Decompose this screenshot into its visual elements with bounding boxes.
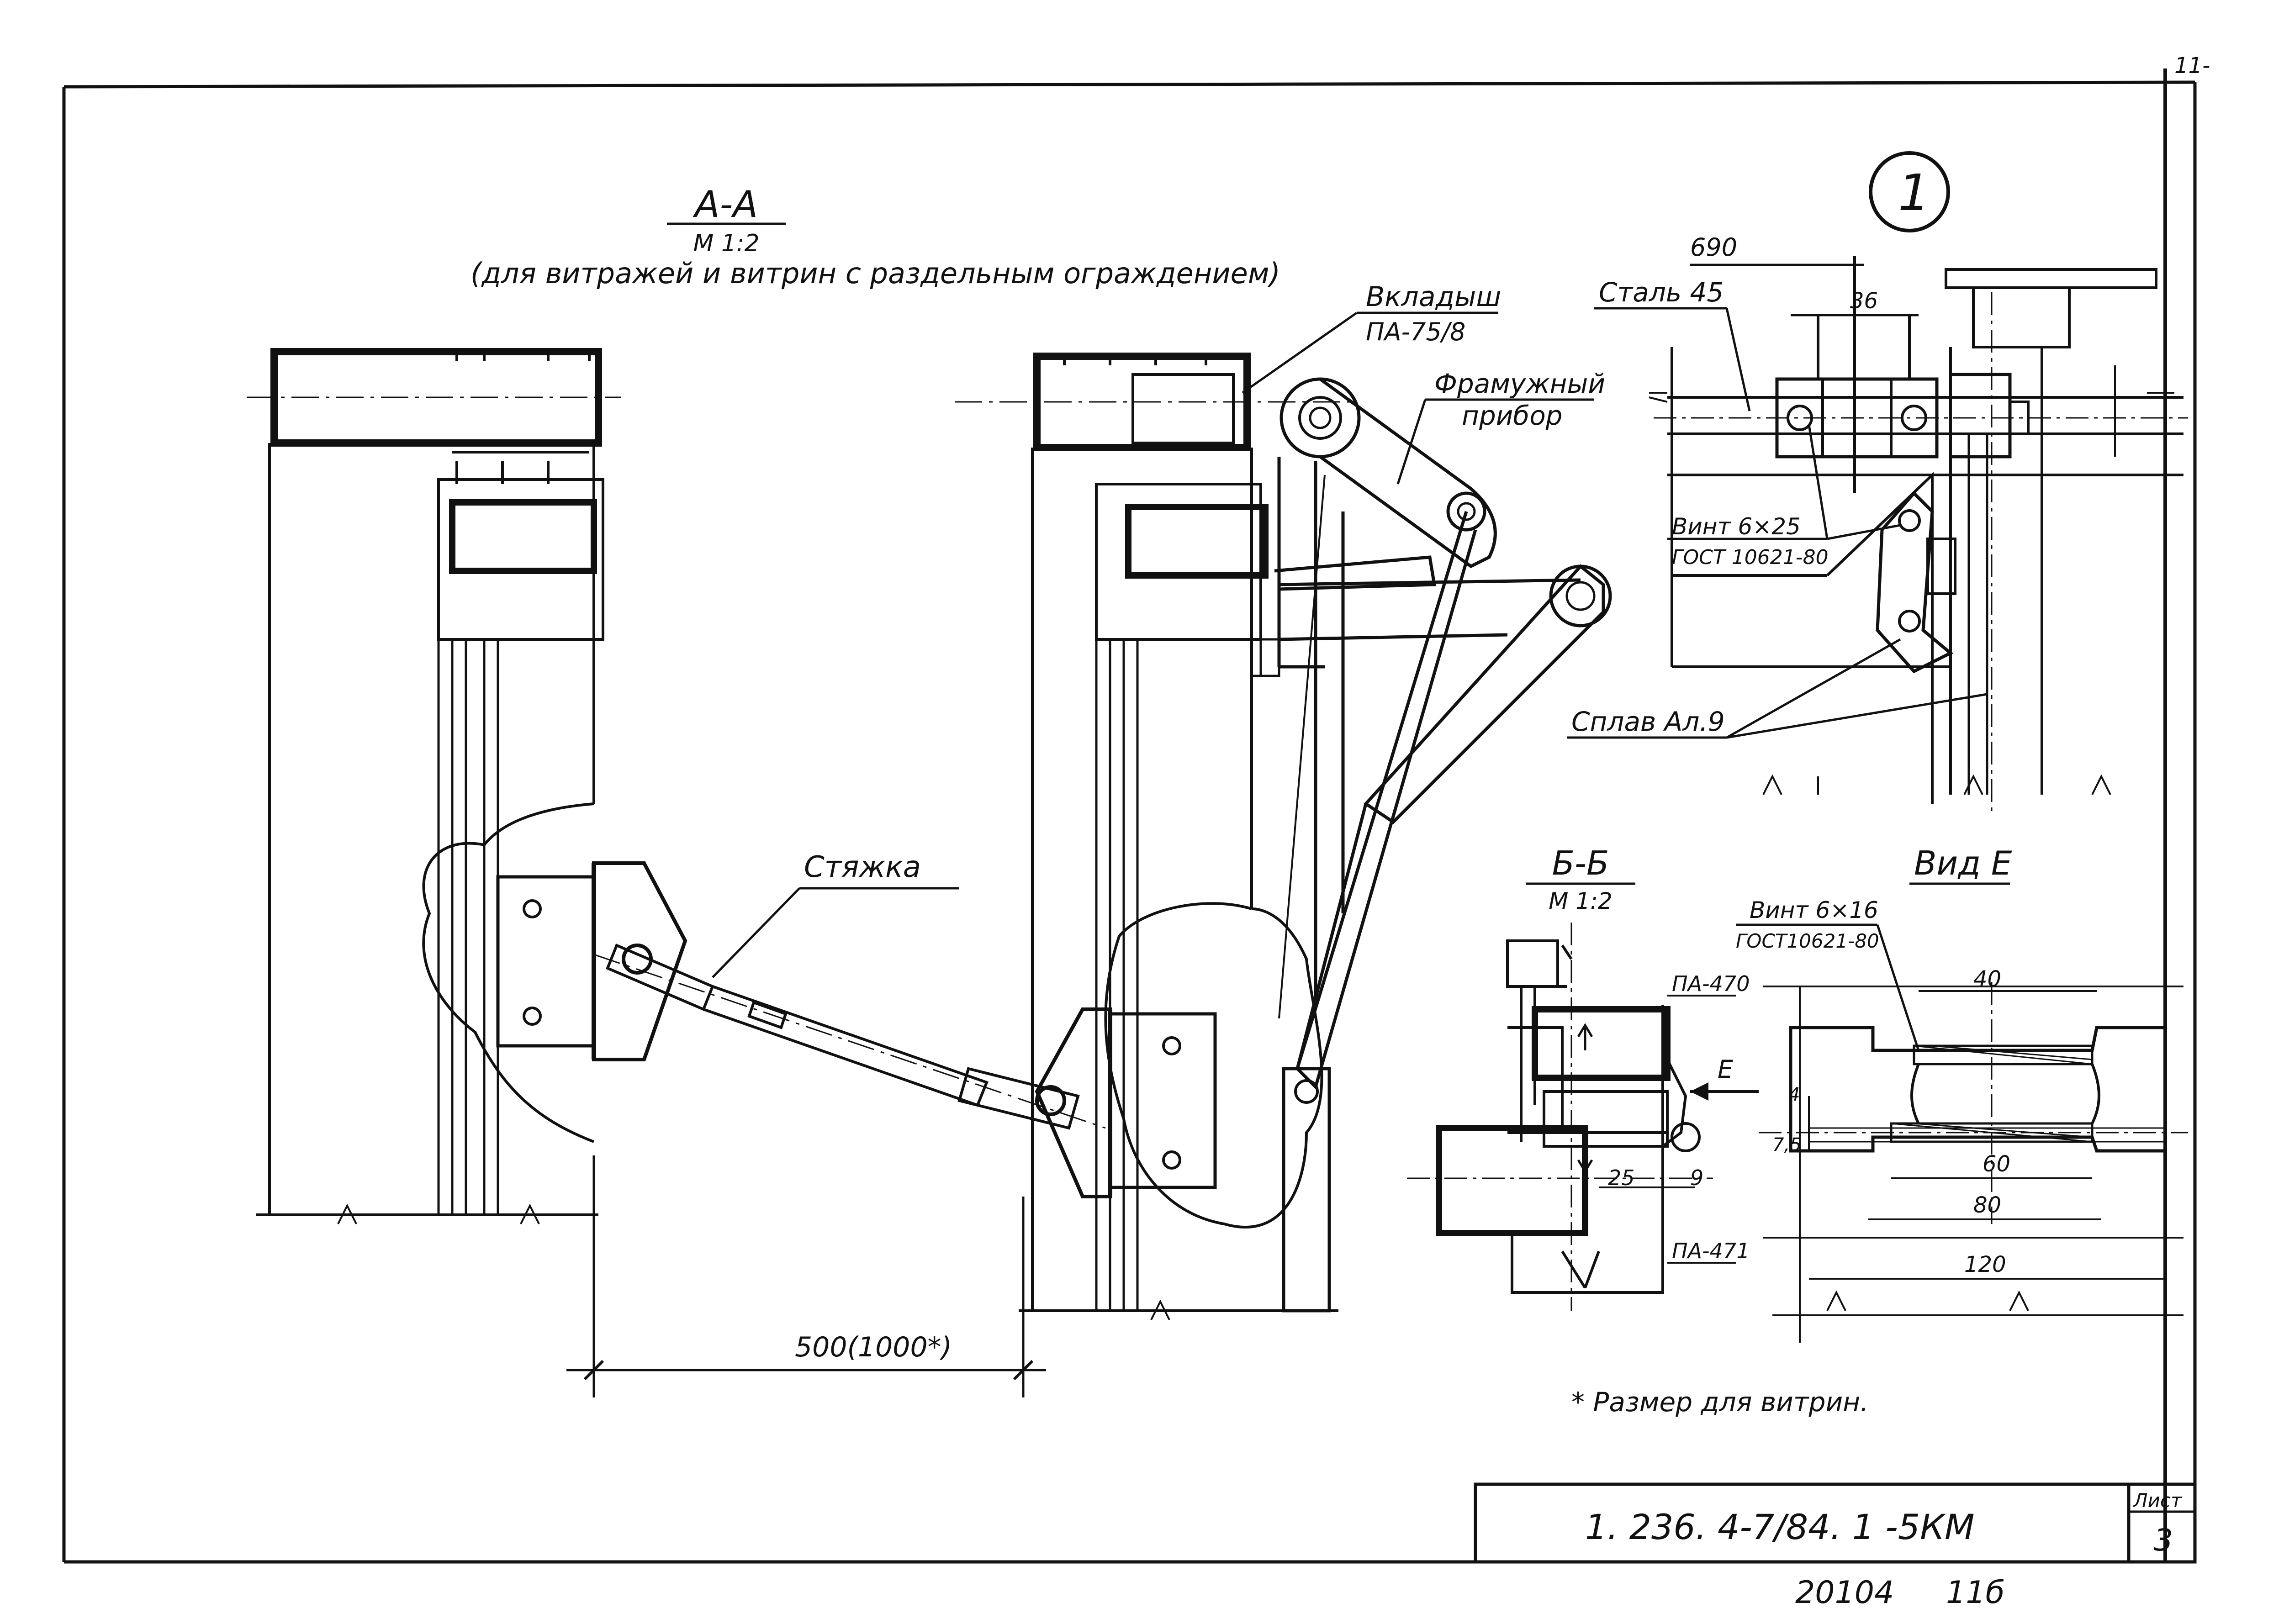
section-bb-profiles bbox=[1436, 939, 1701, 1294]
dim-60-text: 60 bbox=[1983, 1151, 2010, 1177]
document-code: 1. 236. 4-7/84. 1 -5КМ bbox=[1585, 1507, 1975, 1547]
dim-80-text: 80 bbox=[1973, 1192, 2001, 1218]
dim-500 bbox=[566, 1155, 1046, 1397]
section-bb-scale: М 1:2 bbox=[1549, 888, 1613, 914]
steel-label-text: Сталь 45 bbox=[1599, 277, 1724, 308]
left-wall-breakout bbox=[422, 802, 687, 1143]
screw-1-label: Винт 6×25 ГОСТ 10621-80 bbox=[1667, 424, 1901, 569]
dim-120-text: 120 bbox=[1964, 1252, 2006, 1277]
dim-4-text: 4 bbox=[1788, 1084, 1800, 1105]
view-e-arrow: Е bbox=[1690, 1055, 1759, 1101]
arrow-e-text: Е bbox=[1718, 1055, 1734, 1084]
dim-690-text: 690 bbox=[1690, 233, 1737, 262]
sheet-circle: 1 bbox=[1869, 151, 1950, 232]
sheet-frame bbox=[62, 69, 2197, 1564]
bottom-suffix: 11б bbox=[1946, 1575, 2004, 1611]
alloy-label: Сплав Ал.9 bbox=[1567, 638, 1988, 739]
transom-label: Фрамужный прибор bbox=[1396, 368, 1605, 485]
detail-1-dims bbox=[1690, 264, 1919, 316]
section-bb-title: Б-Б bbox=[1552, 844, 1609, 882]
sheet-number: 3 bbox=[2154, 1523, 2173, 1558]
right-wall-breakout bbox=[1035, 902, 1323, 1229]
dim-75-text: 7,5 bbox=[1772, 1134, 1802, 1155]
screw-2-line1: Винт 6×16 bbox=[1750, 897, 1878, 923]
transom-device bbox=[1274, 377, 1612, 1313]
insert-label: Вкладыш ПА-75/8 bbox=[1242, 281, 1501, 394]
tie-label: Стяжка bbox=[712, 850, 959, 978]
section-aa-subtitle: (для витражей и витрин с раздельным огра… bbox=[471, 257, 1280, 290]
dim-500-text: 500(1000*) bbox=[795, 1331, 952, 1363]
insert-label-line2: ПА-75/8 bbox=[1366, 317, 1465, 346]
screw-1-line2: ГОСТ 10621-80 bbox=[1672, 546, 1829, 569]
screw-2-line2: ГОСТ10621-80 bbox=[1736, 930, 1879, 952]
steel-label: Сталь 45 bbox=[1594, 277, 1751, 411]
section-bb-heading: Б-Б М 1:2 bbox=[1526, 844, 1635, 914]
transom-label-line1: Фрамужный bbox=[1434, 368, 1605, 399]
bottom-number: 20104 bbox=[1795, 1575, 1894, 1611]
view-e-heading: Вид Е bbox=[1909, 844, 2012, 885]
section-aa-heading: А-А М 1:2 (для витражей и витрин с разде… bbox=[471, 183, 1280, 290]
tie-label-text: Стяжка bbox=[804, 850, 921, 884]
screw-1-line1: Винт 6×25 bbox=[1672, 513, 1801, 540]
pa470-text: ПА-470 bbox=[1672, 971, 1750, 996]
left-mullion-profile bbox=[256, 348, 604, 1224]
view-e-part bbox=[1763, 982, 2184, 1343]
corner-mark: 11- bbox=[2174, 53, 2210, 79]
circle-number: 1 bbox=[1898, 163, 1930, 222]
alloy-label-text: Сплав Ал.9 bbox=[1571, 706, 1725, 737]
section-aa-scale: М 1:2 bbox=[693, 230, 759, 257]
footnote: * Размер для витрин. bbox=[1571, 1387, 1869, 1418]
transom-label-line2: прибор bbox=[1462, 400, 1563, 431]
dim-40-text: 40 bbox=[1973, 966, 2001, 992]
detail-1 bbox=[1649, 256, 2184, 804]
insert-label-line1: Вкладыш bbox=[1366, 281, 1501, 313]
dim-36-text: 36 bbox=[1850, 288, 1878, 314]
sheet-label: Лист bbox=[2132, 1489, 2183, 1512]
title-block bbox=[1474, 1482, 2197, 1564]
section-aa-title: А-А bbox=[693, 183, 758, 226]
screw-2-label: Винт 6×16 ГОСТ10621-80 bbox=[1736, 897, 1920, 1051]
view-e-dims bbox=[1808, 990, 2165, 1280]
dim-25-text: 25 bbox=[1608, 1165, 1635, 1190]
view-e-title: Вид Е bbox=[1914, 844, 2012, 882]
dim-9-text: 9 bbox=[1690, 1165, 1703, 1190]
pa471-text: ПА-471 bbox=[1672, 1239, 1750, 1263]
